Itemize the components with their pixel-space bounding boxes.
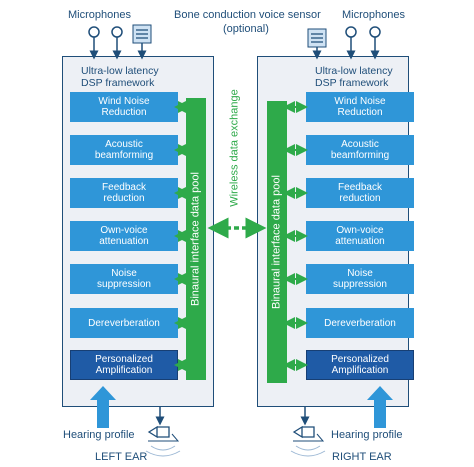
bone-conduction-sensor-icon	[132, 24, 152, 60]
left-block-6: Dereverberation	[70, 308, 178, 338]
microphone-icon	[111, 26, 123, 60]
left-framework-title: Ultra-low latency DSP framework	[81, 65, 159, 89]
bone-sensor-note: (optional)	[223, 23, 269, 35]
left-ear-label: LEFT EAR	[95, 451, 148, 463]
hearing-profile-arrow-icon	[367, 386, 393, 428]
right-ear-label: RIGHT EAR	[332, 451, 392, 463]
bone-conduction-sensor-icon	[307, 28, 327, 60]
microphone-icon	[88, 26, 100, 60]
microphones-left-label: Microphones	[68, 9, 131, 21]
speaker-icon	[290, 425, 326, 457]
microphones-right-label: Microphones	[342, 9, 405, 21]
microphone-icon	[345, 26, 357, 60]
speaker-icon	[145, 425, 181, 457]
hearing-profile-arrow-icon	[90, 386, 116, 428]
left-binaural-data-pool: Binaural interface data pool	[186, 98, 206, 380]
right-block-6: Dereverberation	[306, 308, 414, 338]
bone-sensor-label: Bone conduction voice sensor	[174, 9, 321, 21]
right-framework-title: Ultra-low latency DSP framework	[315, 65, 393, 89]
left-hearing-profile-label: Hearing profile	[63, 429, 135, 441]
right-hearing-profile-label: Hearing profile	[331, 429, 403, 441]
right-binaural-data-pool: Binaural interface data pool	[267, 101, 287, 383]
microphone-icon	[369, 26, 381, 60]
